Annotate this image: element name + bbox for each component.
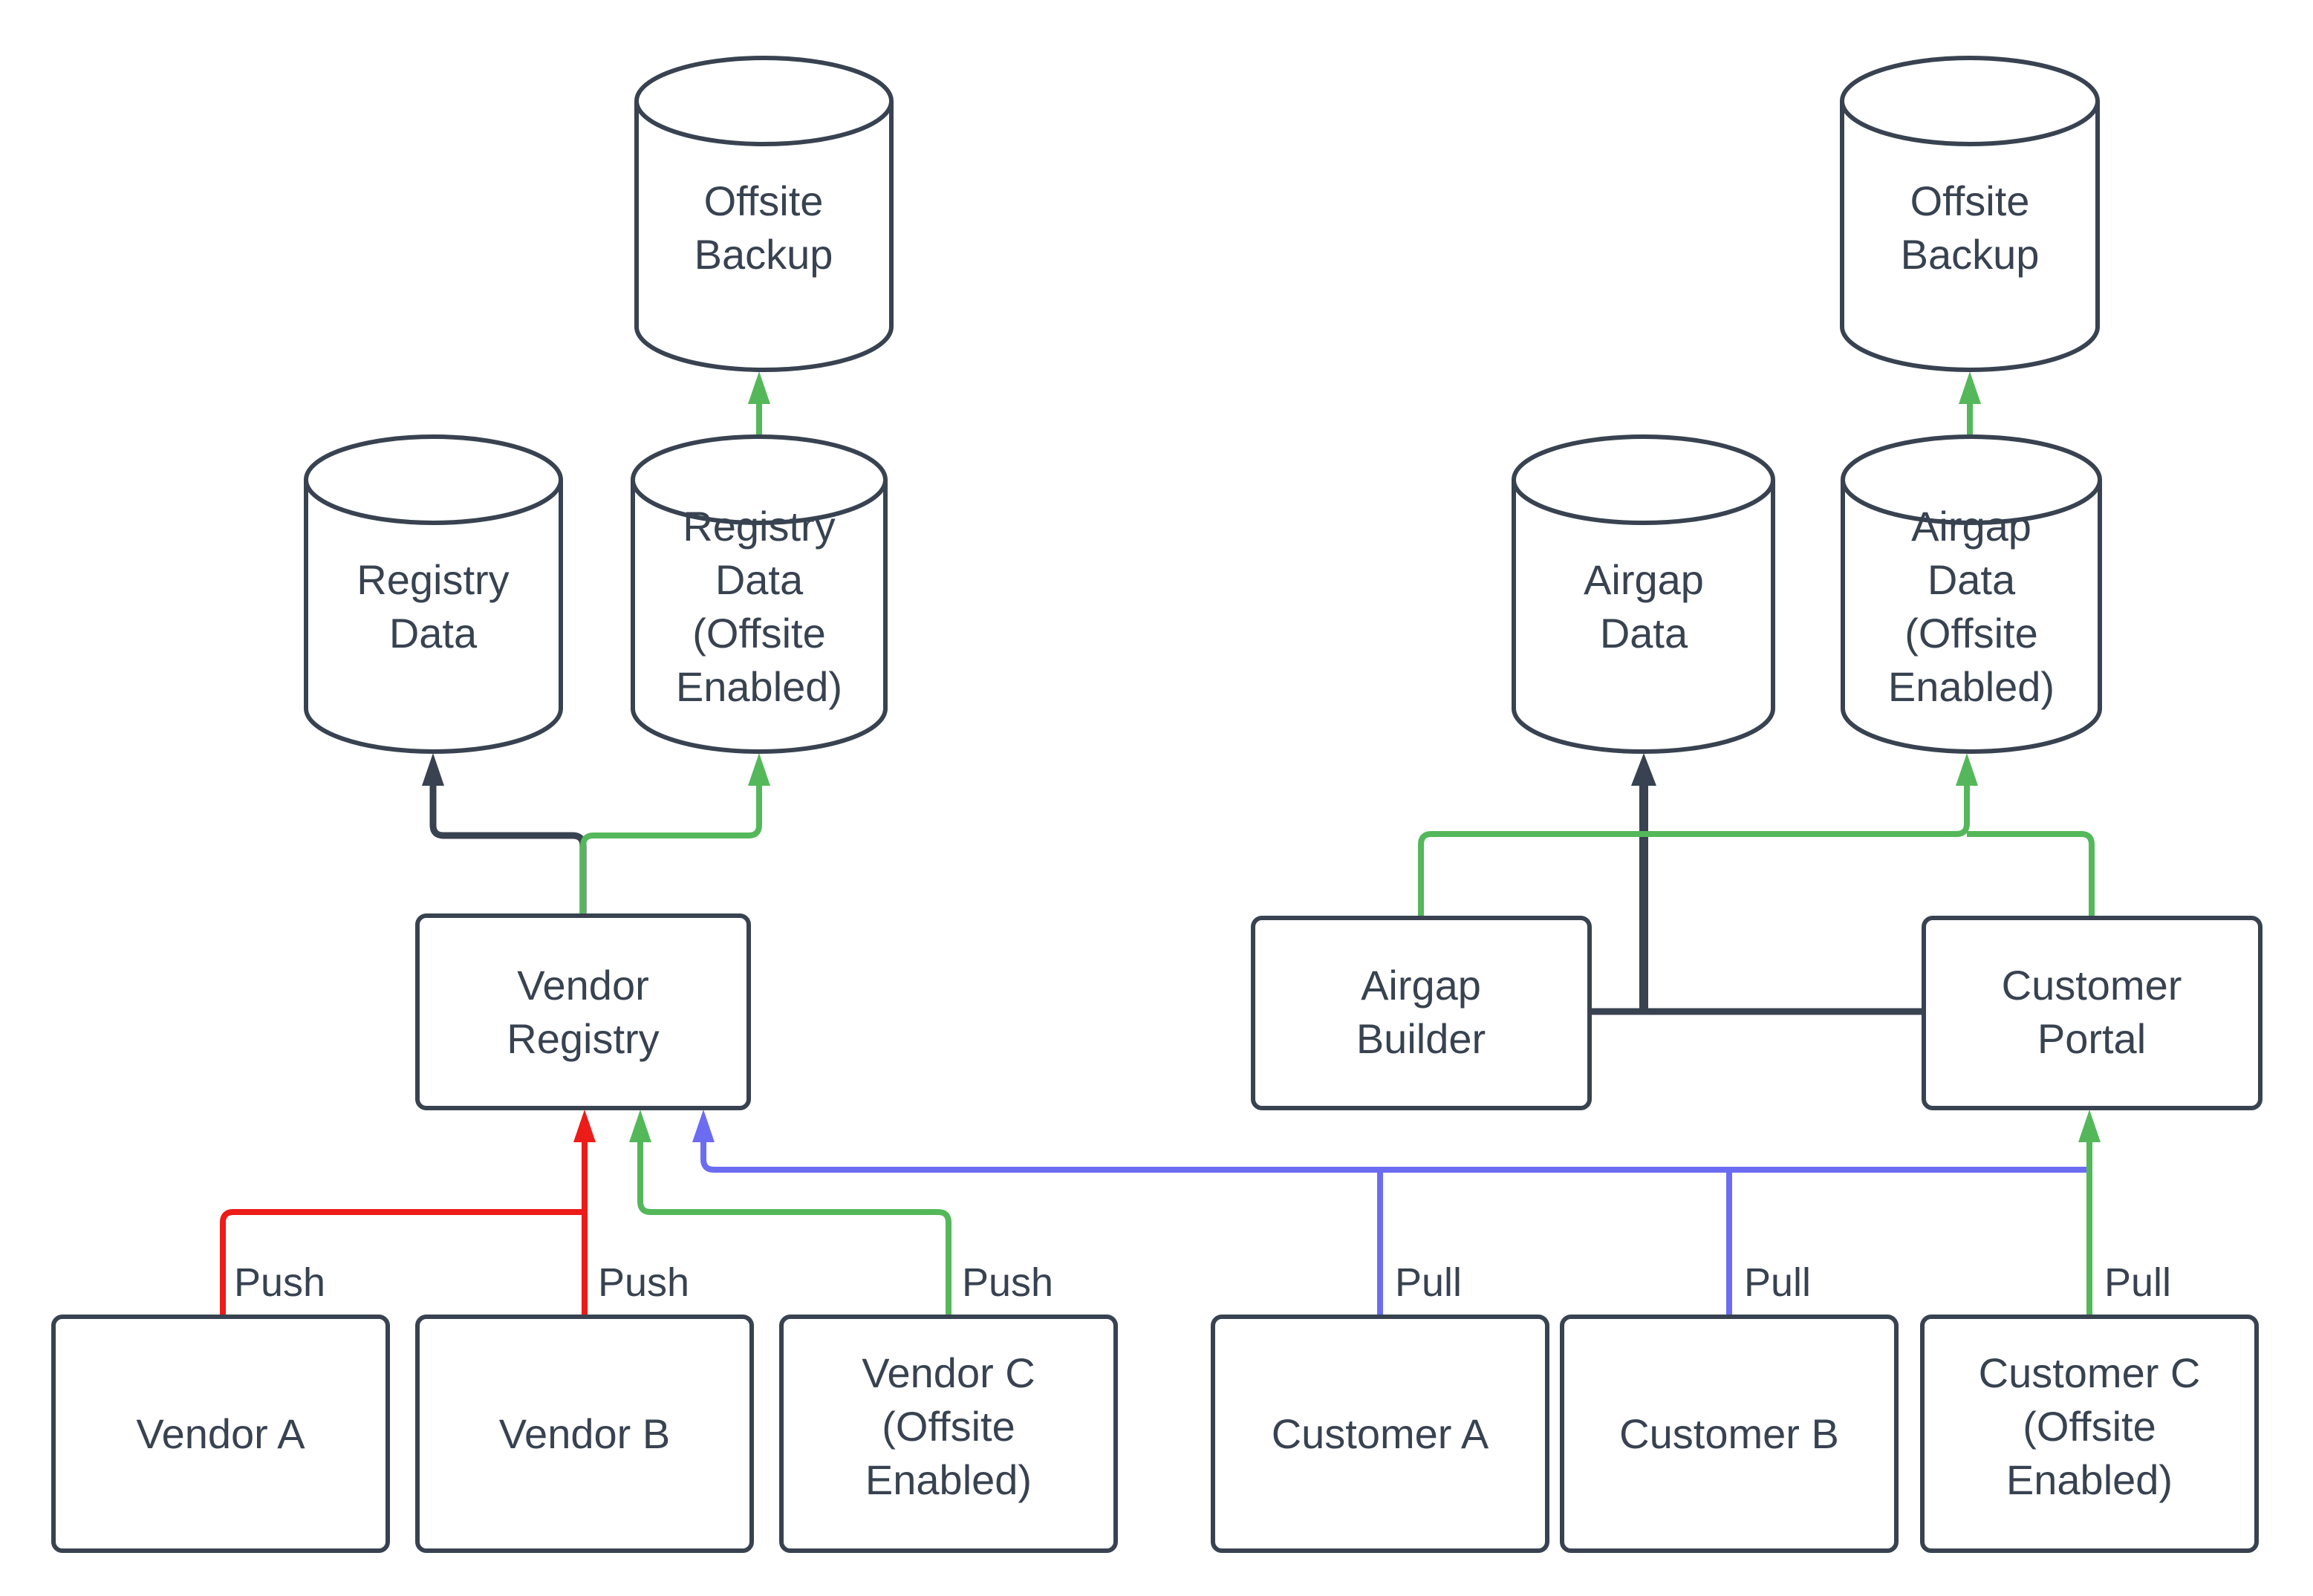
cylinder-offsite-backup-left: Offsite Backup — [634, 56, 894, 372]
airgap-builder-label-line1: Airgap — [1361, 962, 1481, 1009]
vendor-a-label: Vendor A — [136, 1410, 305, 1457]
customer-portal-label-line2: Portal — [2037, 1015, 2146, 1062]
vendor-b-label: Vendor B — [499, 1410, 670, 1457]
cylinder-airgap-data-offsite: Airgap Data (Offsite Enabled) — [1841, 434, 2102, 754]
pull-label-customer-a: Pull — [1395, 1260, 1462, 1305]
push-edge-vendor-a — [220, 1209, 582, 1317]
node-airgap-builder: Airgap Builder — [1251, 916, 1592, 1110]
edge-customer-portal-to-airgap-offsite — [1967, 831, 2095, 918]
registry-data-offsite-label-line3: (Offsite — [692, 610, 825, 657]
arrowhead-into-offsite-backup-left — [748, 371, 770, 404]
vendor-registry-label-line2: Registry — [507, 1015, 659, 1062]
node-customer-b: Customer B — [1560, 1315, 1899, 1553]
registry-data-offsite-label-line4: Enabled) — [676, 663, 842, 710]
arrowhead-vendor-c-into-vendor-registry — [629, 1110, 651, 1142]
arrowhead-into-registry-data-offsite — [748, 753, 770, 786]
node-vendor-a: Vendor A — [51, 1315, 390, 1553]
customer-c-label-line1: Customer C — [1979, 1349, 2201, 1396]
airgap-data-label-line2: Data — [1600, 610, 1688, 657]
edge-vendor-registry-to-registry-data — [429, 786, 587, 916]
node-customer-c: Customer C (Offsite Enabled) — [1920, 1315, 2259, 1553]
customer-c-label-line3: Enabled) — [2006, 1456, 2173, 1503]
customer-b-label: Customer B — [1619, 1410, 1839, 1457]
airgap-data-label-line1: Airgap — [1584, 556, 1704, 603]
arrowhead-into-airgap-data — [1631, 753, 1656, 786]
vendor-c-label-line3: Enabled) — [865, 1456, 1032, 1503]
airgap-data-offsite-label-line4: Enabled) — [1888, 663, 2055, 710]
vendor-registry-label-line1: Vendor — [517, 962, 649, 1009]
airgap-data-offsite-label-line3: (Offsite — [1904, 610, 2037, 657]
cylinder-registry-data-offsite: Registry Data (Offsite Enabled) — [631, 434, 888, 754]
cylinder-offsite-backup-right: Offsite Backup — [1840, 56, 2100, 372]
node-vendor-registry: Vendor Registry — [415, 913, 751, 1110]
edge-vendor-registry-to-registry-data-offsite — [580, 786, 762, 916]
offsite-backup-left-label-line2: Backup — [694, 231, 833, 278]
airgap-builder-label-line2: Builder — [1356, 1015, 1486, 1062]
push-label-vendor-c: Push — [962, 1260, 1053, 1305]
edge-airgap-builder-to-airgap-offsite — [1418, 786, 1970, 918]
edge-labels: Push Push Push Pull Pull Pull — [234, 1260, 2171, 1305]
push-label-vendor-b: Push — [598, 1260, 689, 1305]
registry-data-offsite-label-line2: Data — [715, 556, 804, 603]
pull-label-customer-c: Pull — [2104, 1260, 2171, 1305]
pull-label-customer-b: Pull — [1744, 1260, 1811, 1305]
pull-edge-trunk — [700, 1142, 2092, 1173]
offsite-backup-right-label-line2: Backup — [1901, 231, 2040, 278]
arrowhead-into-registry-data — [422, 753, 444, 786]
airgap-data-offsite-label-line2: Data — [1928, 556, 2016, 603]
node-vendor-c: Vendor C (Offsite Enabled) — [779, 1315, 1118, 1553]
arrowhead-into-airgap-data-offsite — [1956, 753, 1978, 786]
registry-data-label-line2: Data — [389, 610, 478, 657]
vendor-c-label-line2: (Offsite — [882, 1403, 1015, 1450]
push-label-vendor-a: Push — [234, 1260, 325, 1305]
vendor-c-label-line1: Vendor C — [862, 1349, 1035, 1396]
arrowhead-pull-into-vendor-registry — [692, 1110, 715, 1142]
edges — [220, 371, 2101, 1317]
registry-data-label-line1: Registry — [357, 556, 509, 603]
airgap-data-offsite-label-line1: Airgap — [1911, 503, 2031, 550]
arrowhead-push-into-vendor-registry — [573, 1110, 596, 1142]
registry-data-offsite-label-line1: Registry — [683, 503, 835, 550]
push-edge-vendor-c — [637, 1142, 951, 1317]
cylinder-registry-data: Registry Data — [304, 434, 563, 754]
node-vendor-b: Vendor B — [415, 1315, 754, 1553]
cylinder-airgap-data: Airgap Data — [1512, 434, 1775, 754]
customer-portal-label-line1: Customer — [2002, 962, 2182, 1009]
arrowhead-into-customer-portal — [2078, 1110, 2101, 1142]
offsite-backup-left-label-line1: Offsite — [704, 177, 824, 224]
customer-a-label: Customer A — [1272, 1410, 1489, 1457]
customer-c-label-line2: (Offsite — [2023, 1403, 2156, 1450]
node-customer-portal: Customer Portal — [1922, 916, 2262, 1110]
node-customer-a: Customer A — [1211, 1315, 1549, 1553]
offsite-backup-right-label-line1: Offsite — [1910, 177, 2030, 224]
arrowhead-into-offsite-backup-right — [1959, 371, 1981, 404]
